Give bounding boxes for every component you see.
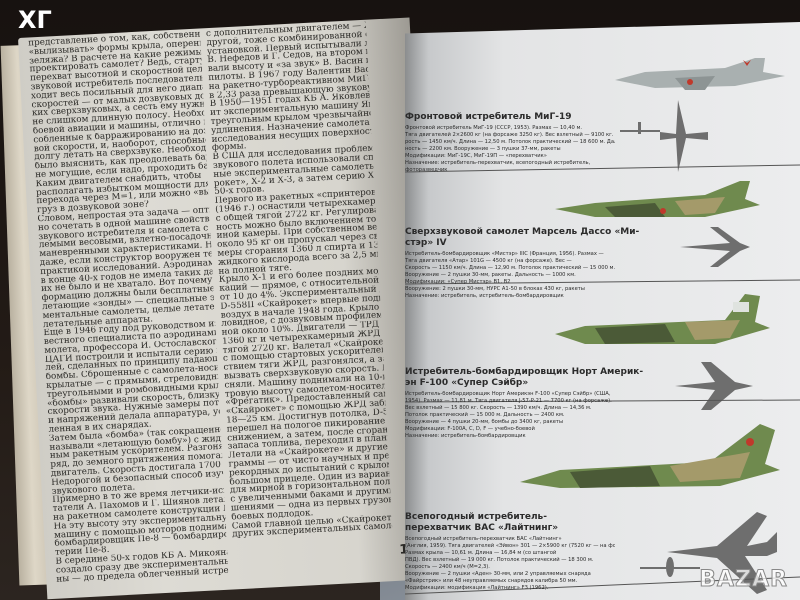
jet-mystere-silhouette-top bbox=[680, 227, 750, 267]
spec-line: Фронтовой истребитель МиГ-19 (СССР, 1953… bbox=[405, 125, 583, 131]
jet-lightning-silhouette-top bbox=[667, 512, 777, 594]
spec-line: фоторазведчик bbox=[405, 167, 448, 173]
aircraft-title-cont: эн F-100 «Супер Сэйбр» bbox=[405, 378, 529, 388]
spec-line: Размах крыла — 10,61 м. Длина — 16,84 м … bbox=[405, 550, 557, 556]
divider-line bbox=[405, 164, 800, 173]
jet-lightning-silhouette-front bbox=[640, 557, 700, 577]
spec-line: ность — 2200 км. Вооружение — 3 пушки 37… bbox=[405, 146, 561, 152]
spec-line: Скорость — 1150 км/ч. Длина — 12,90 м. П… bbox=[405, 265, 615, 271]
spec-line: Скорость — 2400 км/ч (М=2,3). bbox=[405, 564, 490, 570]
jet-mig19-side-view bbox=[615, 58, 785, 90]
jet-mig19-silhouette-front bbox=[620, 122, 660, 134]
text-column-middle: с дополнительным двигателем — ЖРД, адруг… bbox=[206, 22, 392, 540]
jet-f100-side-view bbox=[555, 294, 770, 344]
spec-line: Модификации: F-100A, С, D, F — учебно-бо… bbox=[405, 426, 535, 432]
text-column-left: представление о том, как, собственно, ну… bbox=[28, 30, 228, 584]
jet-mystere-side-view bbox=[555, 181, 760, 217]
spec-line: Истребитель-бомбардировщик Норт Америкэн… bbox=[405, 391, 611, 397]
spec-line: Модификации: «Супер Мистэр» В1, В2 bbox=[405, 279, 511, 285]
spec-line: Вооружение — 2 пушки «Аден» 30-мм, или 2… bbox=[405, 571, 591, 577]
jet-f100-silhouette-top bbox=[675, 362, 753, 410]
watermark-bazar: BAZAR bbox=[699, 567, 788, 593]
spec-line: Тяга двигателя «Атар» 101G — 4500 кг (на… bbox=[405, 258, 572, 264]
jet-lightning-side-view bbox=[520, 424, 780, 488]
spec-line: Модификации: модификация «Лайтнинг» F3 (… bbox=[405, 585, 549, 591]
spec-line: Потолок практический — 15 000 м. Дальнос… bbox=[405, 412, 565, 418]
spec-line: Вес взлетный — 15 800 кг. Скорость — 139… bbox=[405, 405, 592, 411]
illustrations bbox=[405, 58, 800, 595]
jet-mig19-silhouette-top bbox=[660, 100, 708, 172]
aircraft-title-cont: перехватчик ВАС «Лайтнинг» bbox=[405, 523, 559, 533]
aircraft-title: Фронтовой истребитель МиГ-19 bbox=[405, 112, 572, 122]
aircraft-title: Всепогодный истребитель- bbox=[405, 512, 547, 522]
spec-line: рость — 1450 км/ч. Длина — 12,50 м. Пото… bbox=[405, 139, 615, 145]
spec-line: Истребитель-бомбардировщик «Мистэр» IIIС… bbox=[405, 251, 604, 257]
spec-line: Тяга двигателей 2×2600 кг (на форсаже 32… bbox=[405, 132, 615, 138]
aircraft-caption: Сверхзвуковой самолет Марсель Дассо «Ми-… bbox=[405, 227, 640, 300]
spec-line: Назначение: истребитель-бомбардировщик bbox=[405, 433, 526, 439]
watermark-top-left: ХГ bbox=[18, 6, 52, 34]
aircraft-title-cont: стэр» IV bbox=[405, 238, 447, 248]
spec-line: Назначение: истребитель, истребитель-бом… bbox=[405, 293, 564, 299]
spec-line: 1954). Размах — 11,81 м. Тяга двигателя … bbox=[405, 398, 612, 404]
aircraft-caption: Всепогодный истребитель-перехватчик ВАС … bbox=[405, 512, 615, 592]
divider-line bbox=[405, 576, 800, 595]
spec-line: Всепогодный истребитель-перехватчик ВАС … bbox=[405, 536, 562, 542]
spec-line: Модификации: МиГ-19С, МиГ-19П — «перехва… bbox=[405, 153, 547, 159]
aircraft-title: Истребитель-бомбардировщик Норт Америк- bbox=[405, 367, 644, 377]
spec-line: Вооружение: 2 пушки 30-мм, НУРС А1-50 в … bbox=[405, 286, 585, 292]
spec-line: Вооружение — 4 пушки 20-мм, бомбы до 340… bbox=[405, 419, 564, 425]
spec-line: ПВД). Вес взлетный — 19 000 кг. Потолок … bbox=[405, 557, 594, 563]
divider-line bbox=[405, 399, 800, 403]
spec-line: «Файрстрик» или 48 неуправляемых снарядо… bbox=[405, 578, 578, 584]
aircraft-caption: Истребитель-бомбардировщик Норт Америк-э… bbox=[405, 367, 644, 440]
spec-line: Вооружение — 2 пушки 30-мм, ракеты. Даль… bbox=[405, 272, 576, 278]
divider-line bbox=[405, 279, 800, 285]
left-page: представление о том, как, собственно, ну… bbox=[18, 17, 439, 600]
aircraft-title: Сверхзвуковой самолет Марсель Дассо «Ми- bbox=[405, 227, 640, 237]
spec-line: Назначение: истребитель-перехватчик, все… bbox=[405, 160, 591, 166]
spec-line: (Англия, 1959). Тяга двигателей «Эйвон» … bbox=[405, 543, 615, 549]
